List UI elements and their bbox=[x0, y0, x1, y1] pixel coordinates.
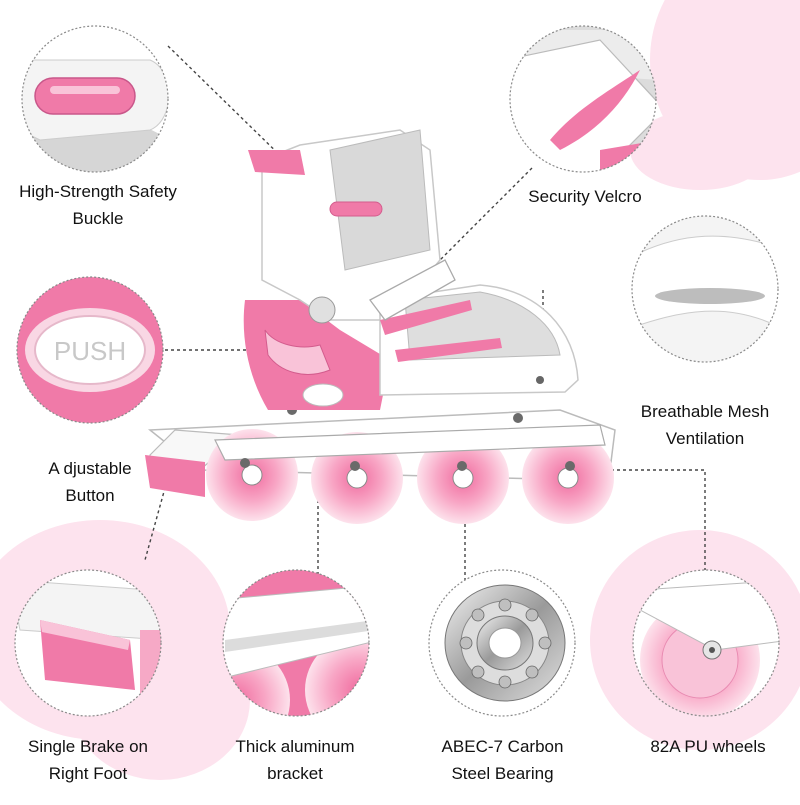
bracket-detail bbox=[222, 569, 370, 717]
mesh-detail bbox=[631, 215, 779, 363]
adjust-label: A djustable Button bbox=[30, 455, 150, 509]
push-button-detail: PUSH bbox=[16, 276, 164, 424]
adjust-label-line-2: Button bbox=[65, 486, 115, 505]
buckle-label-line-2: Buckle bbox=[72, 209, 124, 228]
mesh-label-line-2: Ventilation bbox=[665, 429, 745, 448]
buckle-detail bbox=[21, 25, 169, 173]
buckle-label-line-1: High-Strength Safety bbox=[19, 182, 177, 201]
bracket-label: Thick aluminum bracket bbox=[220, 733, 370, 787]
bearing-detail bbox=[428, 569, 576, 717]
bearing-label-line-1: ABEC-7 Carbon bbox=[441, 737, 564, 756]
bearing-label-line-2: Steel Bearing bbox=[451, 764, 554, 783]
push-text: PUSH bbox=[54, 336, 126, 366]
wheel-detail bbox=[632, 569, 780, 717]
mesh-label-line-1: Breathable Mesh bbox=[640, 402, 770, 421]
brake-label: Single Brake on Right Foot bbox=[13, 733, 163, 787]
bracket-label-line-1: Thick aluminum bbox=[235, 737, 355, 756]
velcro-detail bbox=[509, 25, 657, 173]
brake-detail bbox=[14, 569, 162, 717]
wheel-3 bbox=[417, 432, 509, 524]
buckle-label: High-Strength Safety Buckle bbox=[18, 178, 178, 232]
main-skate bbox=[145, 129, 616, 524]
velcro-label-line-1: Security Velcro bbox=[528, 187, 642, 206]
wheels-label-line-1: 82A PU wheels bbox=[650, 737, 766, 756]
wheel-4 bbox=[522, 432, 614, 524]
mesh-label: Breathable Mesh Ventilation bbox=[620, 398, 790, 452]
bracket-label-line-2: bracket bbox=[267, 764, 323, 783]
velcro-label: Security Velcro bbox=[515, 183, 655, 210]
bearing-label: ABEC-7 Carbon Steel Bearing bbox=[425, 733, 580, 787]
wheels-label: 82A PU wheels bbox=[628, 733, 788, 760]
brake-label-line-1: Single Brake on bbox=[27, 737, 149, 756]
brake-label-line-2: Right Foot bbox=[48, 764, 128, 783]
adjust-label-line-1: A djustable bbox=[48, 459, 132, 478]
